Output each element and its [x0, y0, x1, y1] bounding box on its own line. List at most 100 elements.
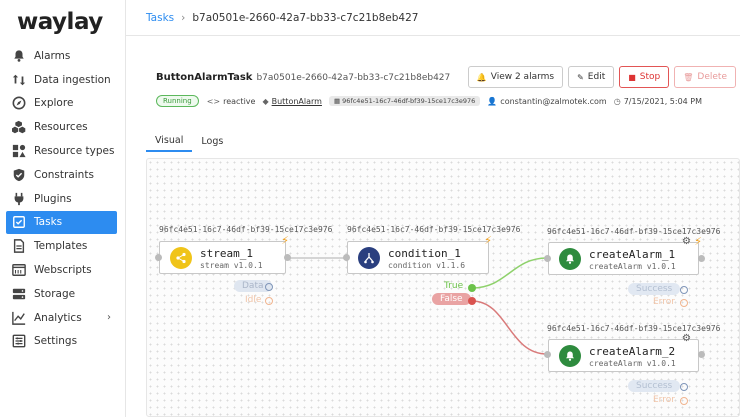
sidebar-item-resources[interactable]: Resources	[6, 115, 117, 139]
sidebar-item-label: Alarms	[34, 49, 71, 62]
output-port[interactable]	[698, 351, 705, 358]
node-stream-1[interactable]: stream_1 stream v1.0.1 ⚡	[159, 234, 289, 274]
sidebar-item-tasks[interactable]: Tasks	[6, 210, 117, 235]
delete-button[interactable]: 🗑Delete	[674, 66, 736, 88]
node-create-alarm-1[interactable]: createAlarm_1 createAlarm v1.0.1 ⚙ ⚡	[548, 235, 702, 275]
edit-label: Edit	[587, 72, 606, 82]
main-content: Tasks › b7a0501e-2660-42a7-bb33-c7c21b8e…	[126, 0, 740, 417]
resource-link[interactable]: ButtonAlarm	[271, 96, 322, 106]
sidebar-item-label: Tasks	[34, 216, 63, 229]
input-port[interactable]	[343, 254, 350, 261]
sidebar-item-settings[interactable]: Settings	[6, 330, 117, 354]
resource-id-pill: ▦ 96fc4e51-16c7-46df-bf39-15ce17c3e976	[328, 96, 481, 106]
view-alarms-button[interactable]: 🔔View 2 alarms	[467, 66, 564, 88]
clock-icon: ◷	[613, 96, 621, 106]
task-meta: Running <>reactive ◆ButtonAlarm ▦ 96fc4e…	[156, 95, 709, 107]
state-false-label: False	[432, 293, 471, 305]
task-resource: ◆ButtonAlarm	[262, 97, 322, 106]
tabs: Visual Logs	[146, 130, 232, 152]
state-success-label: Success	[628, 380, 681, 392]
trash-icon: 🗑	[683, 72, 694, 82]
tab-logs[interactable]: Logs	[201, 135, 224, 147]
node-version: condition v1.1.6	[388, 261, 466, 270]
state-data-port[interactable]	[265, 283, 273, 291]
sidebar-item-label: Templates	[34, 240, 88, 253]
chevron-right-icon[interactable]: ›	[107, 312, 111, 324]
state-error-port[interactable]	[680, 299, 688, 307]
sidebar-item-explore[interactable]: Explore	[6, 92, 117, 116]
output-port[interactable]	[698, 255, 705, 262]
sidebar-item-data-ingestion[interactable]: Data ingestion	[6, 68, 117, 92]
state-error-label: Error	[653, 297, 675, 307]
state-success-port[interactable]	[680, 383, 688, 391]
input-port[interactable]	[544, 255, 551, 262]
node-id-label: 96fc4e51-16c7-46df-bf39-15ce17c3e976	[547, 227, 721, 236]
sidebar-item-label: Resources	[34, 121, 88, 134]
stop-label: Stop	[639, 72, 661, 82]
state-false-port[interactable]	[468, 297, 476, 305]
share-icon	[170, 247, 192, 269]
node-create-alarm-2[interactable]: createAlarm_2 createAlarm v1.0.1 ⚙	[548, 333, 699, 372]
sidebar-item-constraints[interactable]: Constraints	[6, 163, 117, 187]
input-port[interactable]	[155, 254, 162, 261]
node-condition-1[interactable]: condition_1 condition v1.1.6 ⚡	[347, 234, 492, 274]
gear-icon[interactable]: ⚙	[682, 236, 691, 247]
sidebar-item-label: Webscripts	[34, 264, 92, 277]
breadcrumb-tasks-link[interactable]: Tasks	[146, 11, 175, 24]
state-success-port[interactable]	[680, 286, 688, 294]
graph-wires	[288, 257, 548, 355]
sidebar-item-storage[interactable]: Storage	[6, 282, 117, 306]
task-created: ◷7/15/2021, 5:04 PM	[614, 97, 702, 106]
compass-icon	[11, 95, 27, 111]
lightning-icon: ⚡	[694, 235, 702, 248]
stop-button[interactable]: ■Stop	[619, 66, 670, 88]
sidebar-item-resource-types[interactable]: Resource types	[6, 139, 117, 163]
sidebar-item-analytics[interactable]: Analytics ›	[6, 306, 117, 330]
state-error-port[interactable]	[680, 397, 688, 405]
arrows-updown-icon	[11, 72, 27, 88]
sidebar-item-alarms[interactable]: Alarms	[6, 44, 117, 68]
sidebar-item-label: Storage	[34, 287, 76, 300]
task-user: 👤constantin@zalmotek.com	[487, 97, 606, 106]
wire-false-alarm2	[471, 300, 548, 355]
output-port[interactable]	[284, 254, 291, 261]
code-icon: <>	[206, 96, 221, 106]
webscript-icon	[11, 262, 27, 278]
input-port[interactable]	[544, 351, 551, 358]
task-type-label: reactive	[223, 96, 256, 106]
task-created-label: 7/15/2021, 5:04 PM	[623, 96, 703, 106]
task-name: ButtonAlarmTask	[156, 72, 253, 83]
edit-button[interactable]: ✎Edit	[568, 66, 615, 88]
task-type: <>reactive	[207, 97, 256, 106]
template-icon	[11, 238, 27, 254]
graph-canvas[interactable]: 96fc4e51-16c7-46df-bf39-15ce17c3e976 str…	[146, 158, 740, 417]
analytics-icon	[11, 310, 27, 326]
sidebar-item-label: Constraints	[34, 168, 94, 181]
alarm-bell-icon	[559, 345, 581, 367]
resource-id: 96fc4e51-16c7-46df-bf39-15ce17c3e976	[342, 97, 476, 105]
delete-label: Delete	[697, 72, 727, 82]
state-idle-port[interactable]	[265, 297, 273, 305]
task-actions: 🔔View 2 alarms ✎Edit ■Stop 🗑Delete	[467, 66, 736, 88]
node-name: createAlarm_2	[589, 345, 676, 358]
node-id-label: 96fc4e51-16c7-46df-bf39-15ce17c3e976	[347, 225, 521, 234]
storage-icon	[11, 286, 27, 302]
state-success-label: Success	[628, 283, 681, 295]
lightning-icon: ⚡	[484, 234, 492, 247]
user-icon: 👤	[487, 96, 498, 106]
gear-icon[interactable]: ⚙	[682, 333, 691, 344]
view-alarms-label: View 2 alarms	[490, 72, 555, 82]
node-name: createAlarm_1	[589, 248, 676, 261]
node-id-label: 96fc4e51-16c7-46df-bf39-15ce17c3e976	[159, 225, 333, 234]
sidebar-nav: Alarms Data ingestion Explore Resources …	[6, 44, 117, 353]
wire-true-alarm1	[471, 257, 548, 289]
state-true-port[interactable]	[468, 284, 476, 292]
tab-visual[interactable]: Visual	[146, 130, 193, 152]
sidebar-item-plugins[interactable]: Plugins	[6, 187, 117, 211]
node-id-label: 96fc4e51-16c7-46df-bf39-15ce17c3e976	[547, 324, 721, 333]
sidebar-item-templates[interactable]: Templates	[6, 234, 117, 258]
breadcrumb-current: b7a0501e-2660-42a7-bb33-c7c21b8eb427	[192, 11, 419, 24]
sidebar-item-webscripts[interactable]: Webscripts	[6, 258, 117, 282]
